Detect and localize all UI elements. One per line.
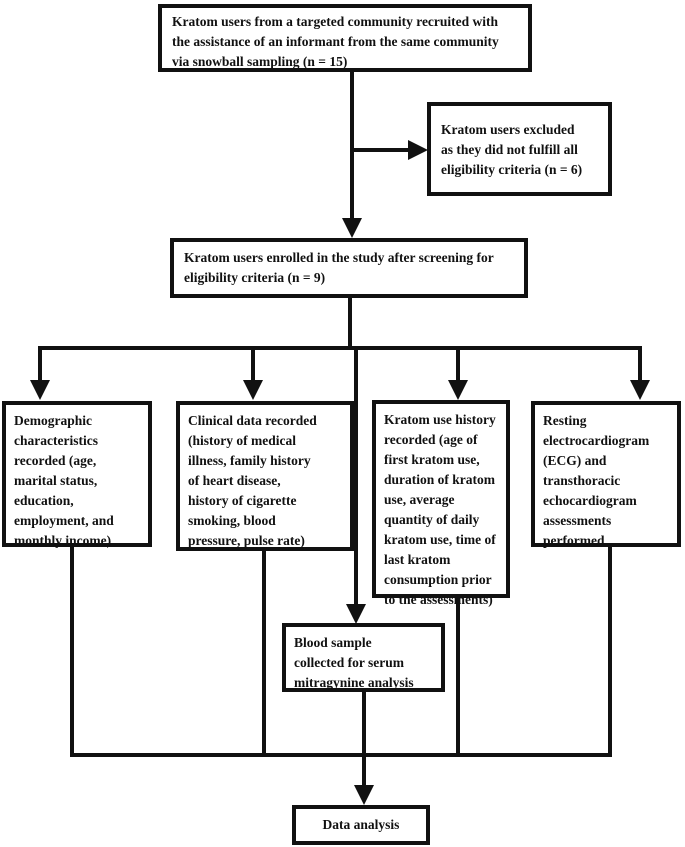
kratom-history-text: Kratom use history recorded (age of firs… — [384, 412, 496, 607]
clinical-text: Clinical data recorded (history of medic… — [188, 413, 317, 548]
box-clinical: Clinical data recorded (history of medic… — [176, 401, 354, 551]
box-demographic: Demographic characteristics recorded (ag… — [2, 401, 152, 548]
blood-text: Blood sample collected for serum mitragy… — [294, 635, 414, 690]
box-enrolled: Kratom users enrolled in the study after… — [170, 238, 528, 298]
box-blood: Blood sample collected for serum mitragy… — [282, 623, 445, 692]
ecg-text: Resting electrocardiogram (ECG) and tran… — [543, 413, 650, 548]
enrolled-text: Kratom users enrolled in the study after… — [184, 250, 494, 285]
box-ecg: Resting electrocardiogram (ECG) and tran… — [531, 401, 681, 548]
recruited-text: Kratom users from a targeted community r… — [172, 14, 499, 69]
box-excluded: Kratom users excluded as they did not fu… — [427, 102, 612, 196]
excluded-text: Kratom users excluded as they did not fu… — [441, 122, 583, 177]
demographic-text: Demographic characteristics recorded (ag… — [14, 413, 114, 548]
box-recruited: Kratom users from a targeted community r… — [158, 4, 532, 72]
data-analysis-text: Data analysis — [322, 817, 400, 832]
box-data-analysis: Data analysis — [292, 805, 430, 845]
box-kratom-history: Kratom use history recorded (age of firs… — [372, 400, 510, 607]
